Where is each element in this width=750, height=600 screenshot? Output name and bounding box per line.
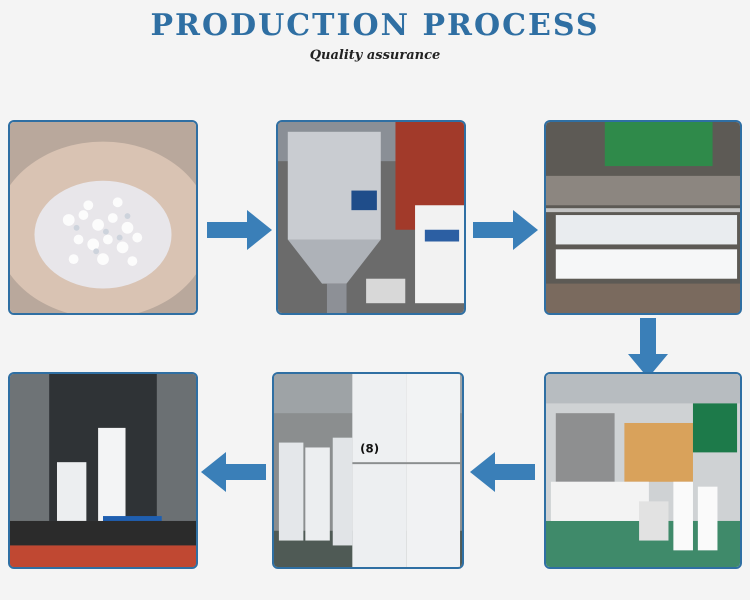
photo-raw-material-pellets xyxy=(8,120,198,315)
photo-finished-rolls-warehouse: (8) xyxy=(272,372,464,569)
roll-tag-label: (8) xyxy=(360,441,379,455)
photo-slitting-machines xyxy=(544,372,742,569)
photo-mixing-hopper xyxy=(276,120,466,315)
arrow-down-icon xyxy=(628,318,668,378)
arrow-right-icon xyxy=(207,210,272,250)
arrow-left-icon xyxy=(201,452,266,492)
photo-meltblown-production-line xyxy=(544,120,742,315)
arrow-left-icon xyxy=(470,452,535,492)
page-subtitle: Quality assurance xyxy=(309,48,441,63)
photo-container-loading xyxy=(8,372,198,569)
arrow-right-icon xyxy=(473,210,538,250)
page-title: PRODUCTION PROCESS xyxy=(150,8,600,43)
